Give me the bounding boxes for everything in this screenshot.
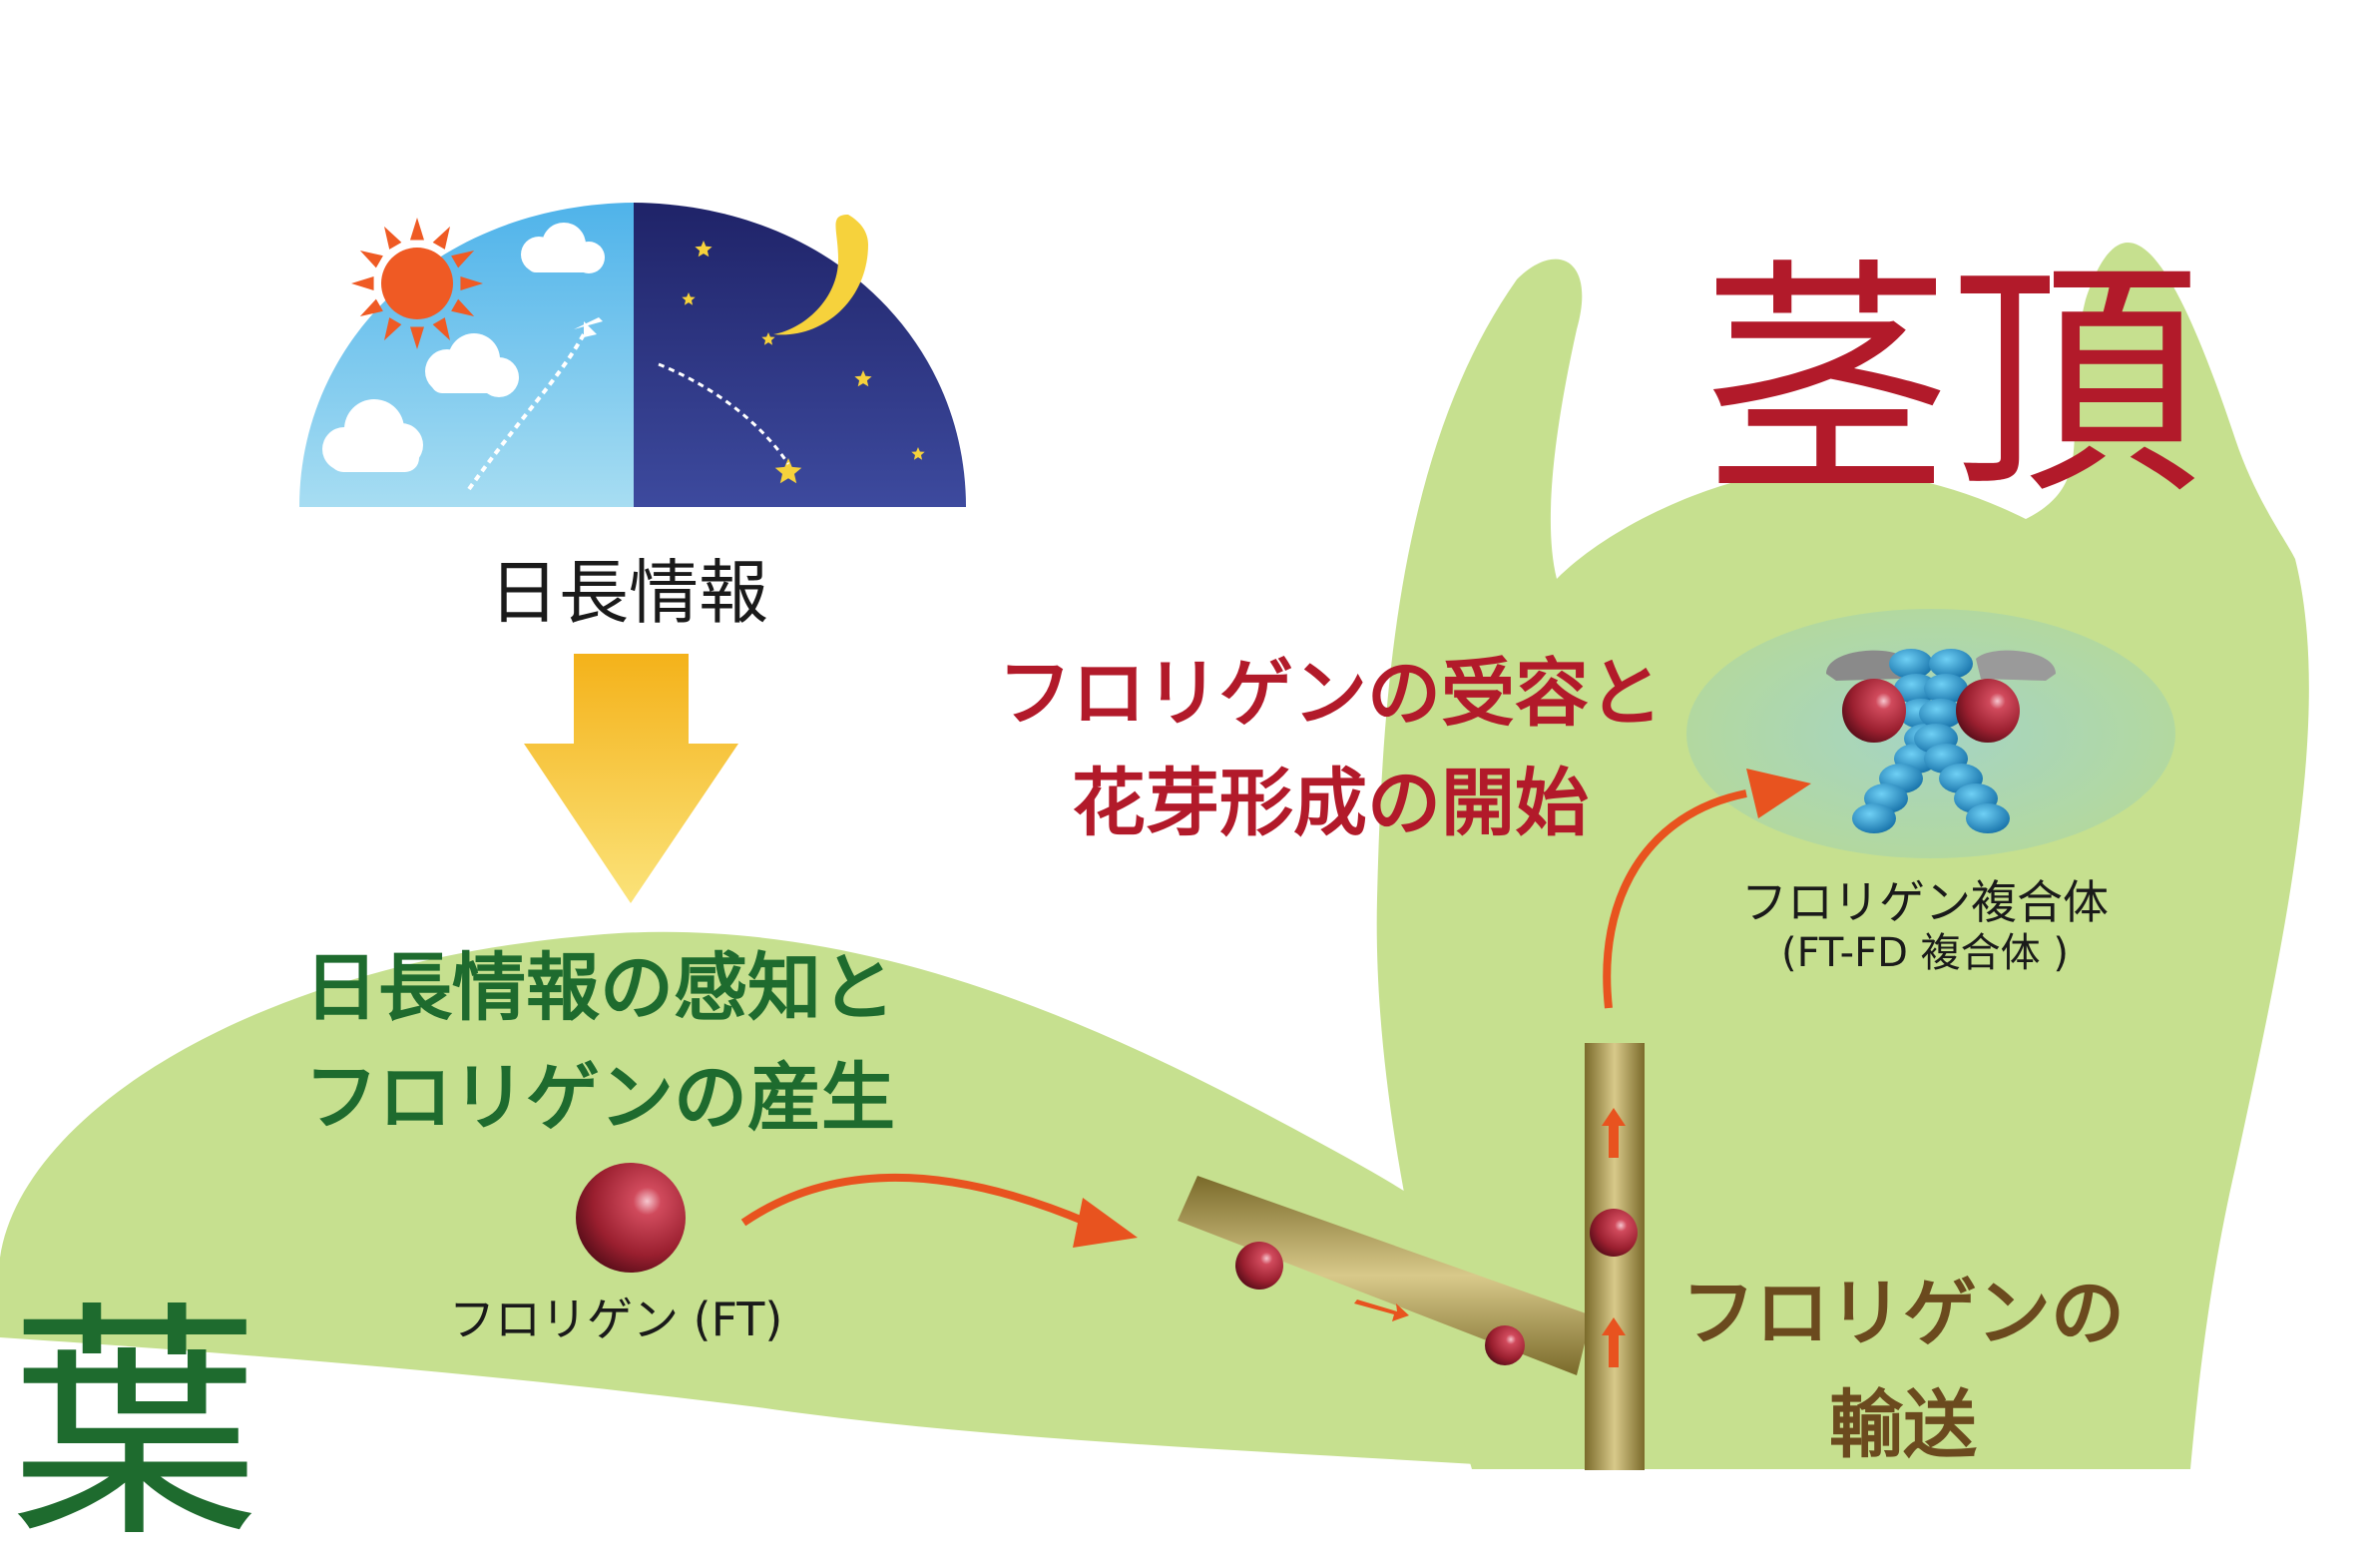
- florigen-ball: [1590, 1209, 1638, 1257]
- shoot-apex-title: 茎頂: [1701, 238, 2200, 528]
- star-icon: [682, 241, 925, 484]
- florigen-ft-label: フロリゲン (FT): [449, 1293, 783, 1346]
- leaf-process-label: 日長情報の感知と フロリゲンの産生: [304, 933, 895, 1153]
- shooting-star-icon: [658, 362, 790, 465]
- moon-icon: [773, 215, 868, 335]
- phloem-main: [1585, 1043, 1645, 1470]
- phloem-branch: [1178, 1176, 1592, 1375]
- leaf-process-line2: フロリゲンの産生: [304, 1055, 895, 1141]
- leaf-title: 葉: [10, 1281, 259, 1558]
- florigen-complex-sublabel: (FT-FD 複合体 ): [1781, 930, 2069, 976]
- sun-icon: [351, 218, 483, 349]
- florigen-complex-label: フロリゲン複合体: [1741, 875, 2109, 929]
- apex-process-line2: 花芽形成の開始: [1072, 761, 1589, 846]
- cloud-icon: [322, 223, 605, 472]
- florigen-ball: [576, 1163, 686, 1273]
- apex-process-line1: フロリゲンの受容と: [998, 651, 1663, 737]
- day-length-label: 日長情報: [489, 552, 768, 634]
- airplane-icon: [467, 317, 603, 491]
- florigen-ball: [1235, 1242, 1283, 1290]
- apex-process-label: フロリゲンの受容と 花芽形成の開始: [998, 639, 1663, 858]
- florigen-complex-icon: [1826, 649, 2056, 833]
- leaf-process-line1: 日長情報の感知と: [304, 945, 895, 1031]
- transport-line2: 輸送: [1829, 1382, 1977, 1468]
- transport-arrow-apex-head: [1746, 769, 1811, 818]
- transport-line1: フロリゲンの: [1681, 1271, 2125, 1356]
- down-arrow: [524, 654, 738, 903]
- transport-label: フロリゲンの 輸送: [1681, 1258, 2125, 1481]
- transport-arrow-apex: [1603, 789, 1747, 1009]
- transport-arrow-leaf-head: [1073, 1198, 1138, 1248]
- transport-arrow-leaf: [740, 1174, 1090, 1227]
- flow-arrow-icon: [1354, 1108, 1626, 1367]
- florigen-ball: [1485, 1325, 1525, 1365]
